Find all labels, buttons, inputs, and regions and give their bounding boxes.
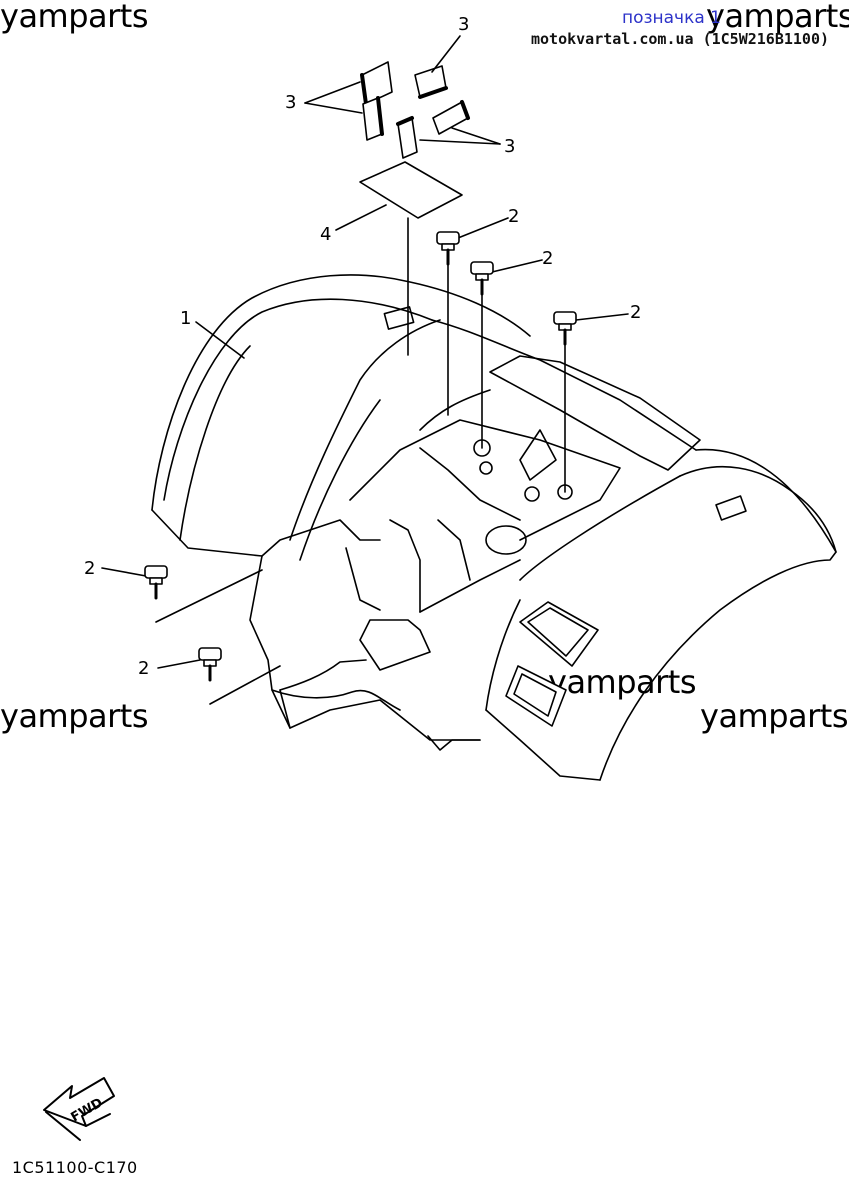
callout-2-d: 2 bbox=[84, 558, 95, 579]
callout-2-e: 2 bbox=[138, 658, 149, 679]
callout-2-c: 2 bbox=[630, 302, 641, 323]
callout-1: 1 bbox=[180, 308, 191, 329]
watermark-mid-right: yamparts bbox=[700, 697, 849, 735]
bolt-icon bbox=[144, 231, 577, 682]
callout-3-left: 3 bbox=[285, 92, 296, 113]
site-label: motokvartal.com.ua (1C5W216B1100) bbox=[530, 30, 829, 48]
diagram-code: 1C51100-C170 bbox=[12, 1158, 138, 1177]
callout-2-a: 2 bbox=[508, 206, 519, 227]
watermark-mid-left: yamparts bbox=[0, 697, 149, 735]
watermark-mid-center: yamparts bbox=[548, 663, 697, 701]
callout-2-b: 2 bbox=[542, 248, 553, 269]
watermark-top-right: yamparts bbox=[706, 0, 849, 35]
callout-3-top: 3 bbox=[458, 14, 469, 35]
decal-icon bbox=[360, 61, 470, 159]
callout-3-right: 3 bbox=[504, 136, 515, 157]
fender-illustration bbox=[151, 274, 837, 781]
marker-link[interactable]: позначка 1 bbox=[621, 8, 721, 28]
plate-icon bbox=[359, 161, 463, 219]
watermark-top-left: yamparts bbox=[0, 0, 149, 35]
callout-4: 4 bbox=[320, 224, 331, 245]
fwd-arrow-icon bbox=[43, 1077, 115, 1141]
